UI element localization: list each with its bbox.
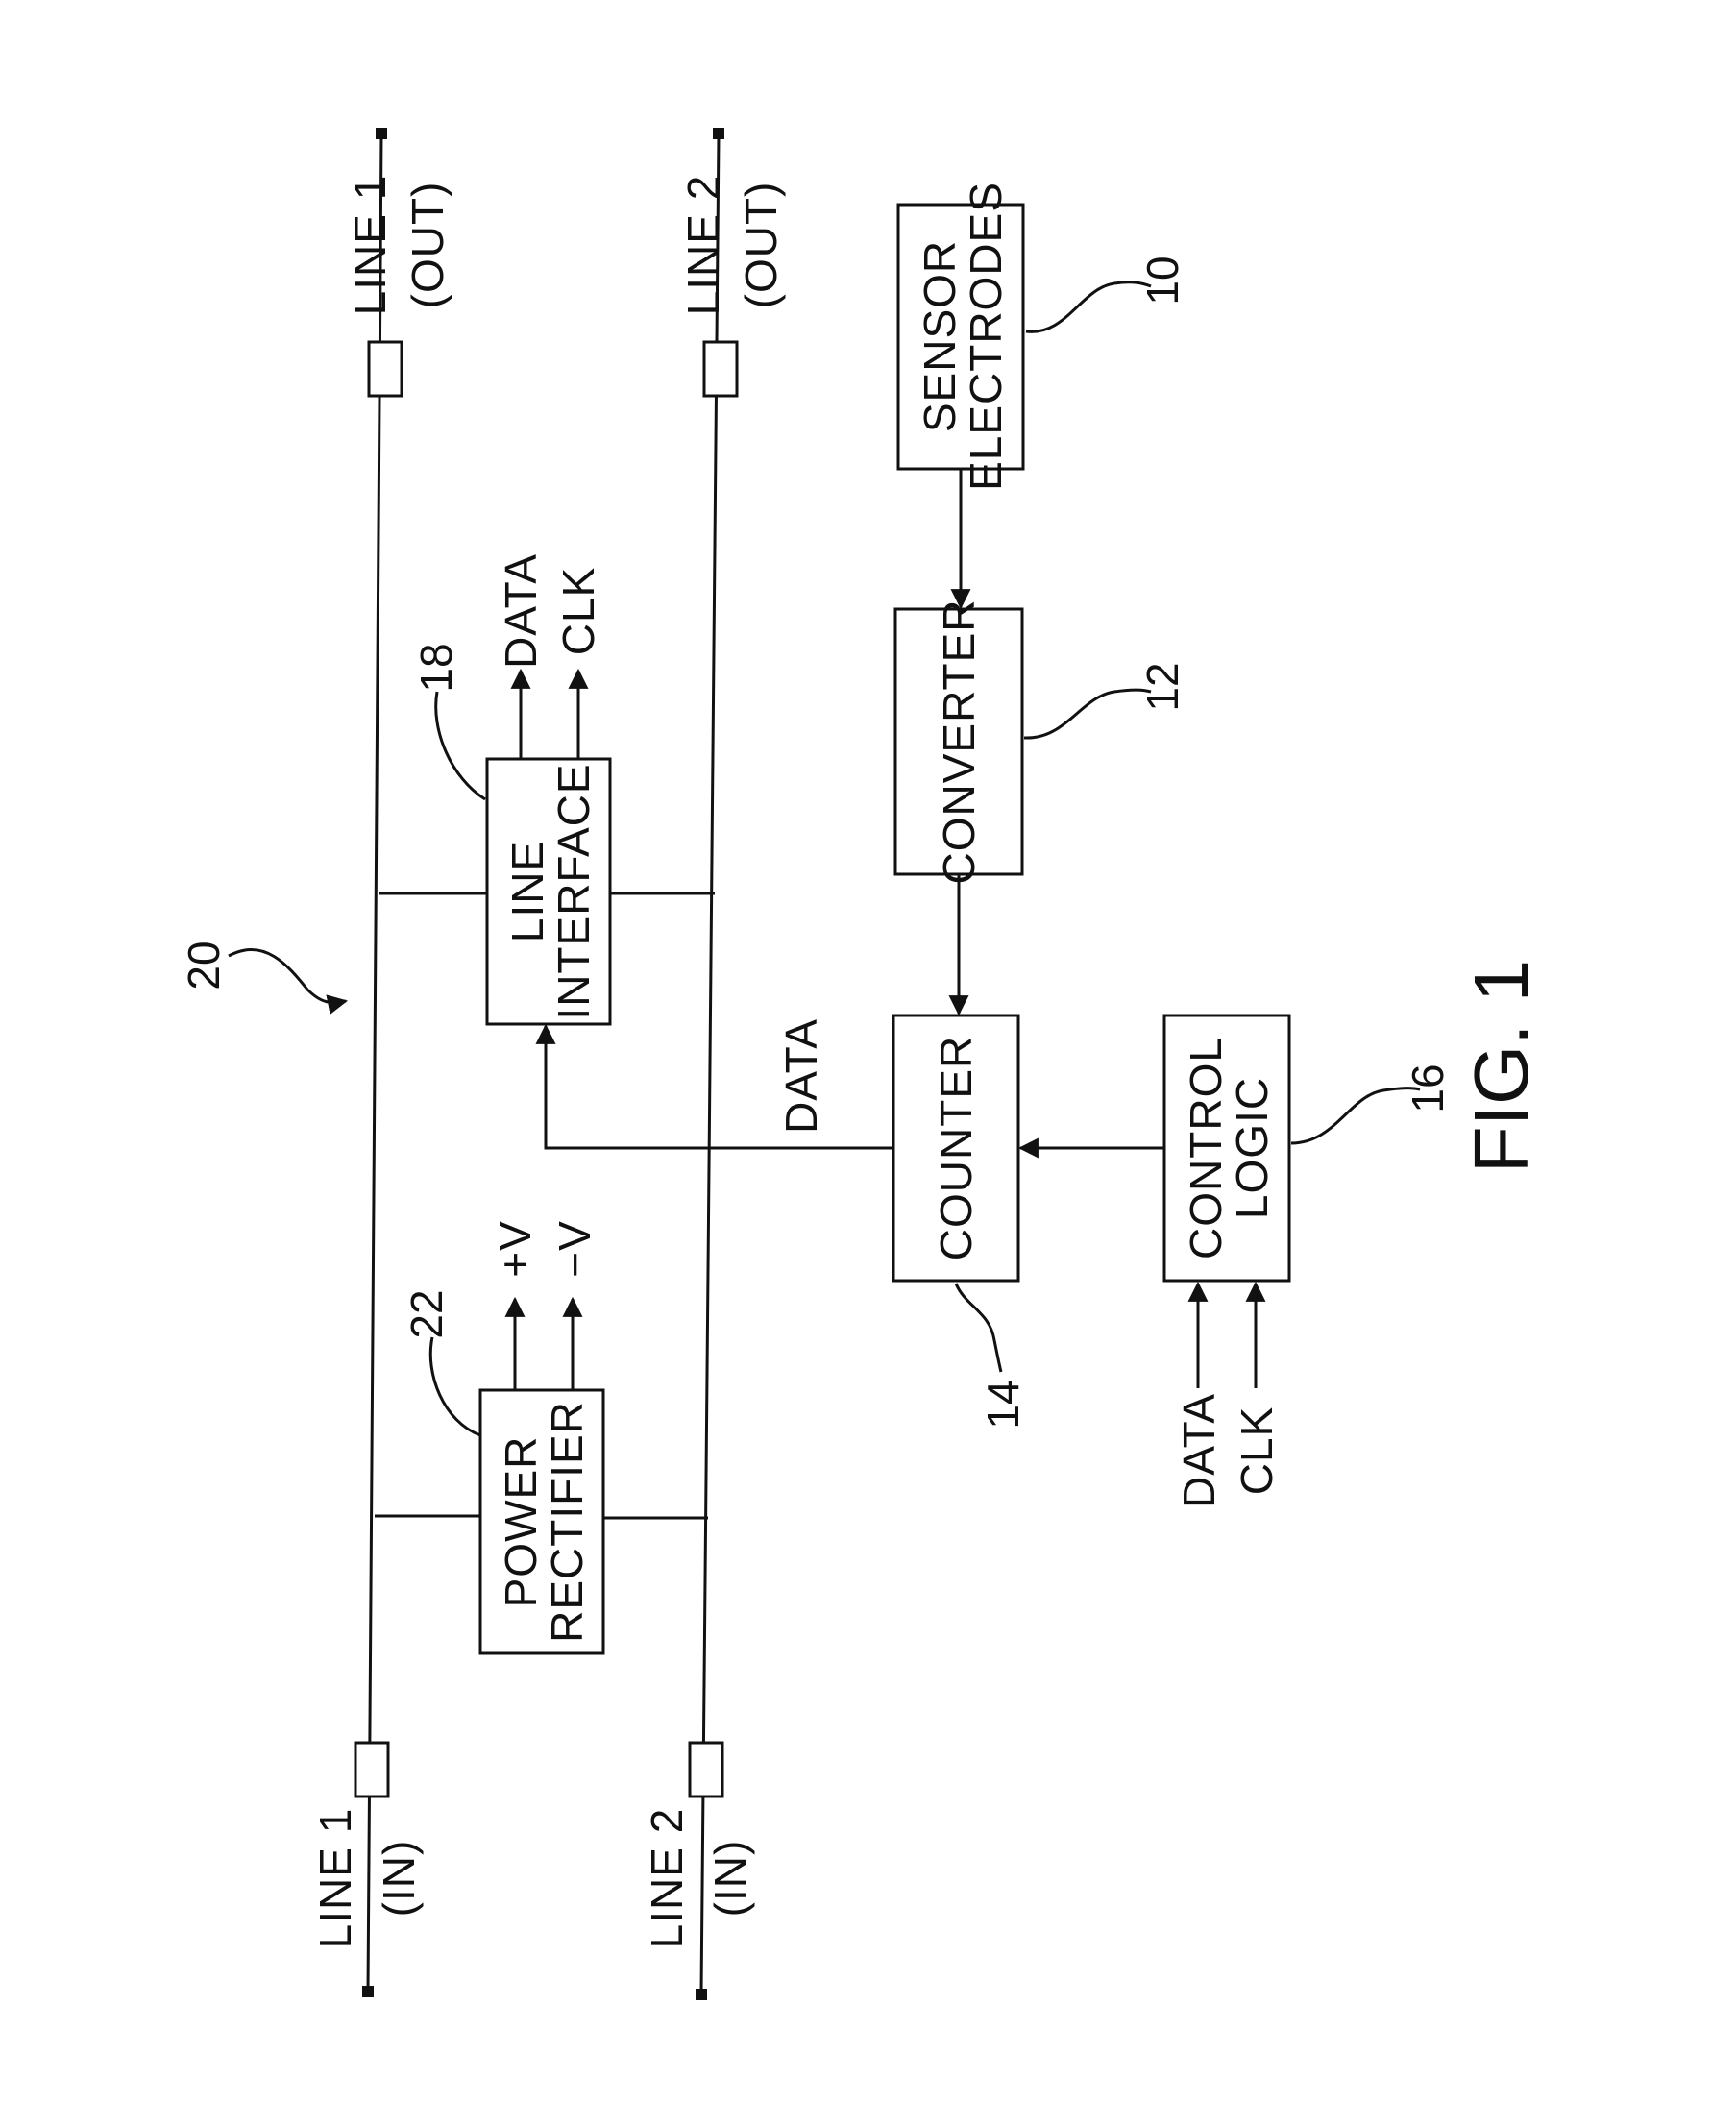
ref-22-leader xyxy=(430,1337,480,1435)
ref-14: 14 xyxy=(978,1380,1028,1429)
line-2-in-direction: (IN) xyxy=(705,1840,755,1918)
ref-22: 22 xyxy=(402,1289,452,1338)
line-2-out-terminal xyxy=(713,128,724,139)
line-1-out-terminal xyxy=(376,128,387,139)
ref-16-leader xyxy=(1291,1088,1420,1143)
line-2-in-fuse xyxy=(690,1743,722,1797)
ref-12: 12 xyxy=(1137,662,1187,711)
ref-20-leader xyxy=(229,949,346,1002)
line-2-in-label: LINE 2 (IN) xyxy=(642,1808,755,1949)
control-logic-line1: CONTROL xyxy=(1181,1037,1231,1259)
li-data-label: DATA xyxy=(496,553,546,669)
line-1-out-label: LINE 1 (OUT) xyxy=(345,175,452,316)
ref-20: 20 xyxy=(179,941,229,990)
ref-18-leader xyxy=(436,692,485,799)
line-1-out-fuse xyxy=(369,342,402,396)
line-interface-line1: LINE xyxy=(502,841,552,942)
line-1-in-terminal xyxy=(362,1986,374,1997)
line-1-out-name: LINE 1 xyxy=(345,175,395,316)
line-2-out-name: LINE 2 xyxy=(678,175,728,316)
line-2-out-label: LINE 2 (OUT) xyxy=(678,175,786,316)
ref-14-leader xyxy=(956,1284,1001,1372)
counter-line1: COUNTER xyxy=(931,1036,981,1260)
cl-clk-label: CLK xyxy=(1232,1406,1282,1495)
line-interface-line2: INTERFACE xyxy=(549,763,599,1019)
power-rectifier-label: POWER RECTIFIER xyxy=(496,1401,592,1643)
line-1-out-direction: (OUT) xyxy=(403,182,452,309)
minus-v-label: −V xyxy=(550,1220,599,1278)
sensor-electrodes-line2: ELECTRODES xyxy=(961,182,1011,491)
line-2-in-name: LINE 2 xyxy=(642,1808,692,1949)
line-2-out-fuse xyxy=(704,342,737,396)
ref-12-leader xyxy=(1024,690,1151,738)
figure-label: FIG. 1 xyxy=(1458,960,1544,1173)
counter-data-bus xyxy=(546,1026,893,1148)
counter-label: COUNTER xyxy=(931,1036,981,1260)
cl-data-label: DATA xyxy=(1174,1393,1224,1508)
ref-10-leader xyxy=(1026,282,1151,332)
line-1-conductor xyxy=(368,134,381,1991)
bus-data-label: DATA xyxy=(776,1018,826,1134)
line-2-in-terminal xyxy=(696,1989,707,2000)
control-logic-line2: LOGIC xyxy=(1227,1077,1277,1219)
ref-18: 18 xyxy=(411,643,461,692)
ref-10: 10 xyxy=(1137,256,1187,305)
converter-label: CONVERTER xyxy=(934,599,984,885)
converter-line1: CONVERTER xyxy=(934,599,984,885)
line-1-in-direction: (IN) xyxy=(374,1840,424,1918)
line-2-out-direction: (OUT) xyxy=(736,182,786,309)
power-rectifier-line2: RECTIFIER xyxy=(542,1401,592,1643)
li-clk-label: CLK xyxy=(553,567,603,655)
power-rectifier-line1: POWER xyxy=(496,1436,546,1608)
line-1-in-name: LINE 1 xyxy=(310,1808,360,1949)
line-2-conductor xyxy=(701,134,719,1993)
plus-v-label: +V xyxy=(490,1220,540,1278)
line-1-in-fuse xyxy=(355,1743,388,1797)
sensor-electrodes-line1: SENSOR xyxy=(915,240,965,432)
